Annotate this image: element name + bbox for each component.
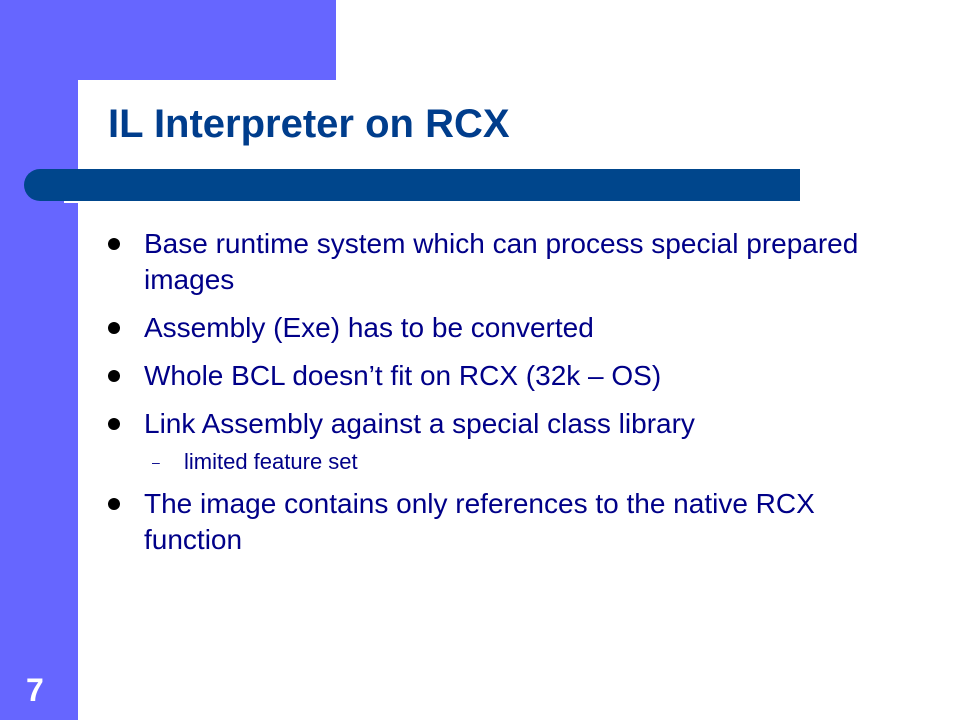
bullet-text: Whole BCL doesn’t fit on RCX (32k – OS) xyxy=(144,360,662,391)
slide-number: 7 xyxy=(26,672,44,708)
bullet-text: Base runtime system which can process sp… xyxy=(144,228,859,295)
bullet-text: Link Assembly against a special class li… xyxy=(144,408,695,439)
left-accent-band xyxy=(0,0,78,720)
bullet-dot-icon xyxy=(108,498,120,510)
bullet-dot-icon xyxy=(108,322,120,334)
dash-icon: – xyxy=(152,454,160,470)
bullet-item: Assembly (Exe) has to be converted xyxy=(108,310,908,346)
bullet-item: Whole BCL doesn’t fit on RCX (32k – OS) xyxy=(108,358,908,394)
bullet-text: Assembly (Exe) has to be converted xyxy=(144,312,594,343)
sub-bullet-text: limited feature set xyxy=(184,449,358,474)
title-underline-bar xyxy=(24,169,800,203)
bullet-text: The image contains only references to th… xyxy=(144,488,815,555)
bullet-dot-icon xyxy=(108,418,120,430)
top-accent-band xyxy=(0,0,336,80)
bullet-list: Base runtime system which can process sp… xyxy=(108,226,908,570)
bullet-item: The image contains only references to th… xyxy=(108,486,908,558)
bullet-item: Link Assembly against a special class li… xyxy=(108,406,908,442)
sub-bullet-item: – limited feature set xyxy=(108,448,908,476)
slide-title: IL Interpreter on RCX xyxy=(108,102,510,146)
bullet-dot-icon xyxy=(108,370,120,382)
bullet-item: Base runtime system which can process sp… xyxy=(108,226,908,298)
bullet-dot-icon xyxy=(108,238,120,250)
